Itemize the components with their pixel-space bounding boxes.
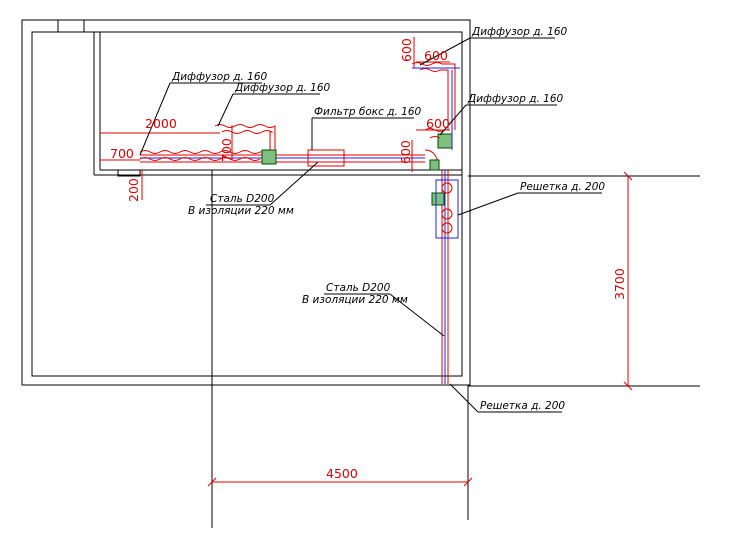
label-steel-top-2: В изоляции 220 мм bbox=[188, 205, 294, 217]
dim-600-h: 600 bbox=[424, 48, 448, 63]
label-diffuser-left-2: Диффузор д. 160 bbox=[234, 82, 331, 94]
label-filter-box: Фильтр бокс д. 160 bbox=[314, 106, 422, 118]
dimension-lines bbox=[100, 37, 633, 487]
dim-700-v: 700 bbox=[219, 138, 234, 162]
label-steel-right-2: В изоляции 220 мм bbox=[302, 294, 408, 306]
label-steel-top-1: Сталь D200 bbox=[210, 193, 275, 205]
dim-200: 200 bbox=[126, 178, 141, 202]
filter-box bbox=[307, 149, 345, 167]
tee-fitting bbox=[261, 149, 277, 165]
vertical-duct bbox=[411, 62, 460, 384]
label-diffuser-top: Диффузор д. 160 bbox=[471, 26, 568, 38]
room-walls bbox=[21, 19, 700, 528]
dim-600-v: 600 bbox=[399, 38, 414, 62]
dim-2000: 2000 bbox=[145, 116, 177, 131]
leader-lines bbox=[139, 37, 602, 413]
label-diffuser-left-1: Диффузор д. 160 bbox=[171, 71, 268, 83]
dim-700-h: 700 bbox=[110, 146, 134, 161]
grille-box bbox=[435, 179, 459, 239]
horizontal-duct bbox=[139, 124, 453, 167]
label-diffuser-mid: Диффузор д. 160 bbox=[467, 93, 564, 105]
dim-3700: 3700 bbox=[612, 268, 627, 300]
label-steel-right-1: Сталь D200 bbox=[326, 282, 391, 294]
label-grille-bottom: Решетка д. 200 bbox=[480, 400, 565, 412]
dim-600-h2: 600 bbox=[426, 116, 450, 131]
dim-4500: 4500 bbox=[326, 466, 358, 481]
dim-600-v2: 600 bbox=[398, 140, 413, 164]
label-grille-top: Решетка д. 200 bbox=[520, 181, 605, 193]
tee-fitting-right bbox=[437, 133, 453, 149]
